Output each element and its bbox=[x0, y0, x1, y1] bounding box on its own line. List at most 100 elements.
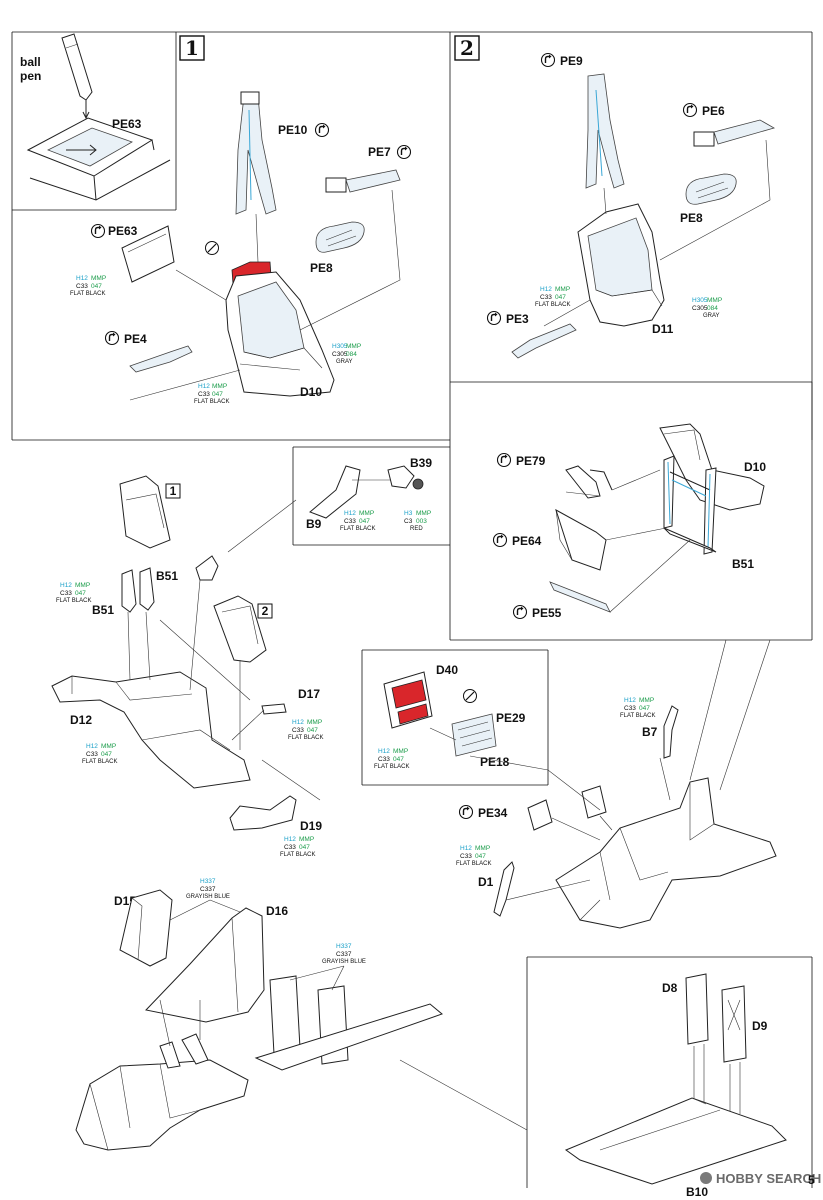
step-1-assembly: PE10 PE7 PE8 PE63 H12 MMP C33 047 FLAT B… bbox=[70, 91, 412, 405]
label-pe79: PE79 bbox=[516, 454, 546, 468]
svg-text:H12: H12 bbox=[284, 836, 296, 843]
svg-text:MMP: MMP bbox=[75, 582, 90, 589]
label-b51c: B51 bbox=[732, 557, 754, 571]
svg-text:FLAT BLACK: FLAT BLACK bbox=[280, 852, 315, 858]
svg-text:FLAT BLACK: FLAT BLACK bbox=[374, 764, 409, 770]
d9-panel bbox=[721, 985, 747, 1063]
label-d40: D40 bbox=[436, 663, 458, 677]
svg-text:H305: H305 bbox=[692, 297, 708, 304]
ref-step-2: 2 bbox=[262, 604, 269, 618]
svg-text:MMP: MMP bbox=[639, 697, 654, 704]
label-d19: D19 bbox=[300, 819, 322, 833]
seat-frame-assembly: PE79 D10 B51 PE64 PE55 bbox=[492, 423, 766, 620]
hobby-search-watermark: HOBBY SEARCH bbox=[700, 1171, 821, 1186]
svg-text:FLAT BLACK: FLAT BLACK bbox=[456, 861, 491, 867]
svg-text:047: 047 bbox=[639, 705, 650, 712]
panel-upright-a bbox=[269, 975, 301, 1055]
svg-text:FLAT BLACK: FLAT BLACK bbox=[288, 735, 323, 741]
svg-text:FLAT BLACK: FLAT BLACK bbox=[82, 759, 117, 765]
d19-part bbox=[229, 795, 297, 831]
pe29-fret bbox=[451, 713, 497, 757]
ball-pen-inset: ball pen PE63 bbox=[20, 33, 171, 201]
inset-part-pe63: PE63 bbox=[112, 117, 142, 131]
label-d1: D1 bbox=[478, 875, 494, 889]
label-d16: D16 bbox=[266, 904, 288, 918]
label-b10: B10 bbox=[686, 1185, 708, 1199]
label-d10b: D10 bbox=[744, 460, 766, 474]
pe10-harness bbox=[235, 95, 277, 215]
label-d8: D8 bbox=[662, 981, 678, 995]
label-pe6: PE6 bbox=[702, 104, 725, 118]
svg-text:047: 047 bbox=[91, 283, 102, 290]
svg-text:FLAT BLACK: FLAT BLACK bbox=[70, 291, 105, 297]
d8-panel bbox=[685, 973, 709, 1045]
color-callout-flat-black-e: H12 MMP C33 047 FLAT BLACK bbox=[82, 743, 117, 765]
svg-text:RED: RED bbox=[410, 526, 423, 532]
ball-pen-icon bbox=[61, 33, 93, 101]
label-d10: D10 bbox=[300, 385, 322, 399]
svg-text:MMP: MMP bbox=[212, 383, 227, 390]
svg-text:047: 047 bbox=[101, 751, 112, 758]
svg-text:047: 047 bbox=[359, 518, 370, 525]
svg-text:H12: H12 bbox=[378, 748, 390, 755]
svg-text:MMP: MMP bbox=[91, 275, 106, 282]
ref-step-1: 1 bbox=[170, 484, 177, 498]
svg-text:047: 047 bbox=[475, 853, 486, 860]
svg-text:MMP: MMP bbox=[346, 343, 361, 350]
svg-text:C305: C305 bbox=[332, 351, 348, 358]
color-callout-grayish-blue-b: H337 C337 GRAYISH BLUE bbox=[322, 943, 366, 965]
svg-text:003: 003 bbox=[416, 518, 427, 525]
color-callout-flat-black-f: H12 MMP C33 047 FLAT BLACK bbox=[288, 719, 323, 741]
svg-text:GRAY: GRAY bbox=[703, 313, 720, 319]
step-1-badge: 1 bbox=[179, 35, 205, 61]
pe8b-cushion bbox=[685, 173, 737, 205]
label-pe4: PE4 bbox=[124, 332, 147, 346]
b9-b39-panel: B9 B39 H12 MMP C33 047 FLAT BLACK H3 MMP… bbox=[306, 456, 432, 532]
label-b39: B39 bbox=[410, 456, 432, 470]
svg-text:H12: H12 bbox=[76, 275, 88, 282]
svg-text:MMP: MMP bbox=[299, 836, 314, 843]
label-pe63: PE63 bbox=[108, 224, 138, 238]
label-pe55: PE55 bbox=[532, 606, 562, 620]
svg-text:047: 047 bbox=[299, 844, 310, 851]
svg-text:084: 084 bbox=[707, 305, 718, 312]
b39-part bbox=[387, 465, 415, 489]
svg-text:047: 047 bbox=[555, 294, 566, 301]
svg-text:H305: H305 bbox=[332, 343, 348, 350]
svg-text:H12: H12 bbox=[460, 845, 472, 852]
svg-text:C305: C305 bbox=[692, 305, 708, 312]
inset-label-pen: pen bbox=[20, 69, 41, 83]
svg-text:C33: C33 bbox=[344, 518, 356, 525]
d40-red-panel bbox=[391, 679, 427, 709]
seat-ref-2 bbox=[213, 595, 267, 663]
floor-plate bbox=[254, 1003, 443, 1071]
svg-text:084: 084 bbox=[346, 351, 357, 358]
color-callout-flat-black-g: H12 MMP C33 047 FLAT BLACK bbox=[280, 836, 315, 858]
label-pe3: PE3 bbox=[506, 312, 529, 326]
label-pe18: PE18 bbox=[480, 755, 510, 769]
panel-borders bbox=[11, 31, 813, 1188]
color-callout-grayish-blue-a: H337 C337 GRAYISH BLUE bbox=[186, 878, 230, 900]
svg-text:MMP: MMP bbox=[707, 297, 722, 304]
color-callout-flat-black-k: H12 MMP C33 047 FLAT BLACK bbox=[456, 845, 491, 867]
label-d17: D17 bbox=[298, 687, 320, 701]
color-callout-gray-b: H305 MMP C305 084 GRAY bbox=[692, 297, 722, 319]
b9-part bbox=[309, 465, 361, 519]
svg-text:FLAT BLACK: FLAT BLACK bbox=[535, 302, 570, 308]
svg-text:H12: H12 bbox=[60, 582, 72, 589]
b51c-frame bbox=[663, 455, 717, 555]
label-pe8: PE8 bbox=[310, 261, 333, 275]
b51-legs bbox=[139, 567, 155, 611]
pe8-cushion bbox=[315, 221, 365, 253]
color-callout-flat-black-a: H12 MMP C33 047 FLAT BLACK bbox=[70, 275, 106, 297]
svg-text:H12: H12 bbox=[540, 286, 552, 293]
label-pe8b: PE8 bbox=[680, 211, 703, 225]
color-callout-red: H3 MMP C3 003 RED bbox=[404, 510, 431, 532]
label-pe64: PE64 bbox=[512, 534, 542, 548]
pe3-strap bbox=[511, 323, 577, 359]
svg-text:H12: H12 bbox=[344, 510, 356, 517]
svg-text:047: 047 bbox=[393, 756, 404, 763]
color-callout-flat-black-j: H12 MMP C33 047 FLAT BLACK bbox=[620, 697, 655, 719]
color-callout-gray-a: H305 MMP C305 084 GRAY bbox=[332, 343, 361, 365]
